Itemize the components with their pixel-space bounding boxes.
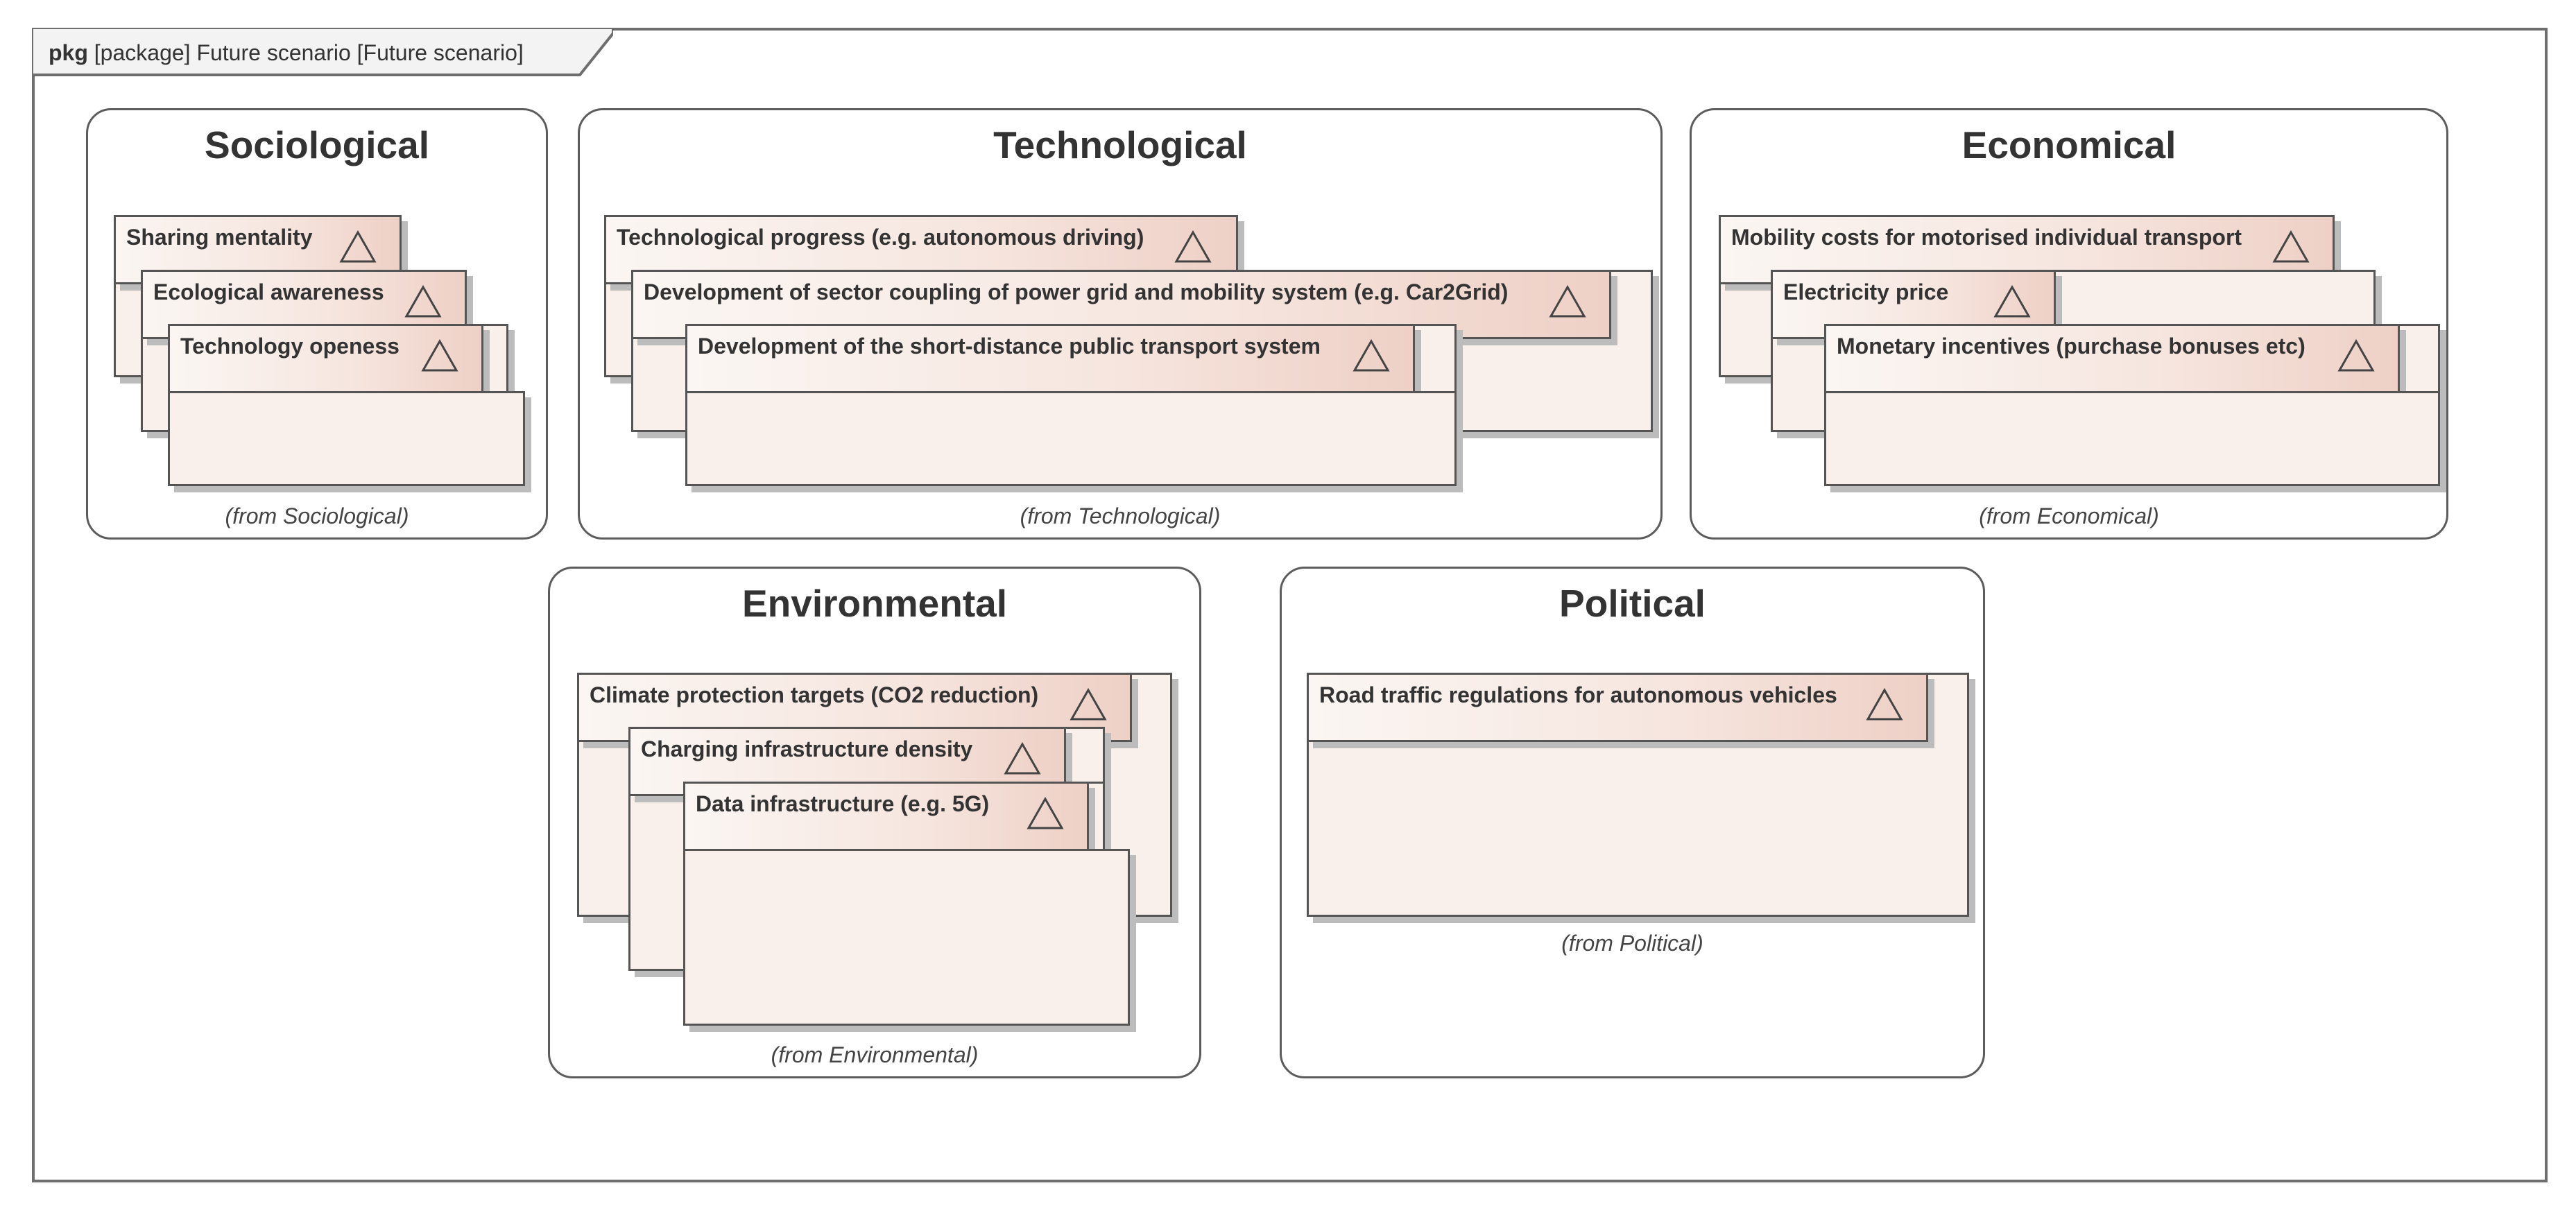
package-title: Economical xyxy=(1961,123,2176,166)
requirement-label: Data infrastructure (e.g. 5G) xyxy=(696,791,990,816)
requirement-label: Development of sector coupling of power … xyxy=(644,279,1509,304)
triangle-icon xyxy=(1549,285,1586,318)
frame-title: pkg [package] Future scenario [Future sc… xyxy=(49,36,524,69)
triangle-icon xyxy=(1070,688,1107,721)
requirement-label: Technology openess xyxy=(180,334,400,359)
requirement-label: Monetary incentives (purchase bonuses et… xyxy=(1837,334,2305,359)
element-header xyxy=(1824,324,2400,393)
frame-tab xyxy=(32,28,613,78)
package-frame xyxy=(32,28,2548,1182)
triangle-icon xyxy=(1027,797,1064,829)
requirement-label: Sharing mentality xyxy=(126,225,313,250)
frame-kind: pkg xyxy=(49,40,88,65)
package-from-label: (from Sociological) xyxy=(225,503,409,528)
package-title: Environmental xyxy=(741,582,1008,625)
triangle-icon xyxy=(1353,339,1390,372)
package-from-label: (from Environmental) xyxy=(771,1042,979,1067)
requirement-label: Electricity price xyxy=(1783,279,1949,304)
requirement-label: Technological progress (e.g. autonomous … xyxy=(617,225,1144,250)
package-title: Sociological xyxy=(205,123,429,166)
package-from-label: (from Political) xyxy=(1561,931,1703,956)
package-from-label: (from Technological) xyxy=(1020,503,1221,528)
package-title: Technological xyxy=(993,123,1247,166)
requirement-label: Climate protection targets (CO2 reductio… xyxy=(590,682,1039,707)
requirement-label: Charging infrastructure density xyxy=(641,736,973,761)
triangle-icon xyxy=(421,339,458,372)
triangle-icon xyxy=(1174,230,1212,263)
triangle-icon xyxy=(404,285,442,318)
triangle-icon xyxy=(1004,742,1041,775)
requirement-label: Mobility costs for motorised individual … xyxy=(1731,225,2242,250)
triangle-icon xyxy=(339,230,377,263)
triangle-icon xyxy=(2337,339,2375,372)
triangle-icon xyxy=(2272,230,2310,263)
element-header xyxy=(1307,673,1928,742)
frame-title-text: [package] Future scenario [Future scenar… xyxy=(94,40,524,65)
element-body-front xyxy=(1824,391,2440,486)
element-body-front xyxy=(683,849,1130,1026)
element-header xyxy=(683,782,1089,851)
triangle-icon xyxy=(1993,285,2031,318)
element-body-front xyxy=(168,391,525,486)
package-from-label: (from Economical) xyxy=(1979,503,2159,528)
element-body-front xyxy=(685,391,1457,486)
requirement-label: Development of the short-distance public… xyxy=(698,334,1321,359)
triangle-icon xyxy=(1866,688,1903,721)
requirement-label: Road traffic regulations for autonomous … xyxy=(1319,682,1837,707)
requirement-label: Ecological awareness xyxy=(153,279,384,304)
package-title: Political xyxy=(1559,582,1706,625)
